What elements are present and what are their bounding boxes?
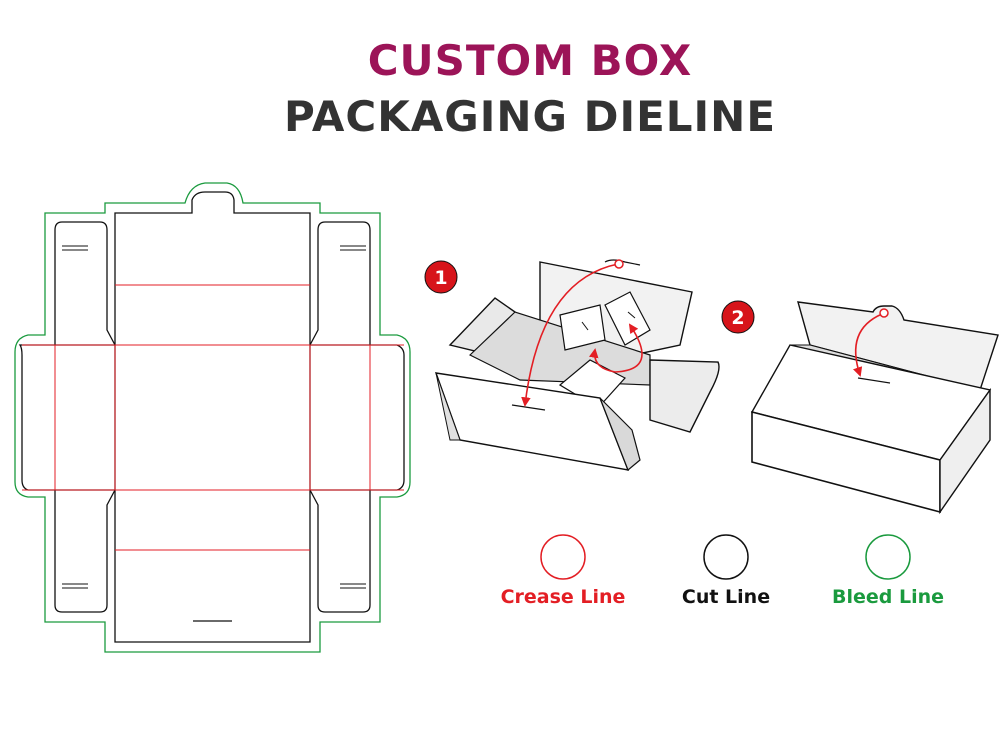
step-2-illustration: [750, 301, 999, 515]
step-1-number: 1: [434, 267, 447, 289]
cut-outline-right-wing: [310, 344, 405, 491]
right-lower-flap: [309, 489, 371, 613]
legend-bleed-label: Bleed Line: [831, 586, 944, 608]
flat-dieline: [14, 182, 411, 653]
legend-cut-label: Cut Line: [681, 586, 771, 608]
legend-crease-label: Crease Line: [500, 586, 626, 608]
cut-outline-left-wing: [18, 344, 115, 491]
step-1-illustration: [434, 259, 720, 471]
step-1-badge: 1: [424, 260, 458, 294]
bleed-line-swatch: [865, 534, 911, 580]
crease-lines: [22, 284, 404, 551]
left-upper-flap: [54, 221, 116, 346]
title-line-2: PACKAGING DIELINE: [283, 92, 777, 141]
cut-line-swatch: [703, 534, 749, 580]
title-line-1: CUSTOM BOX: [367, 36, 693, 85]
crease-line-swatch: [540, 534, 586, 580]
step-2-badge: 2: [721, 300, 755, 334]
cut-outline-center: [114, 191, 311, 643]
step-2-number: 2: [731, 307, 744, 329]
left-lower-flap: [54, 489, 116, 613]
bleed-outline: [14, 182, 411, 653]
right-upper-flap: [309, 221, 371, 346]
